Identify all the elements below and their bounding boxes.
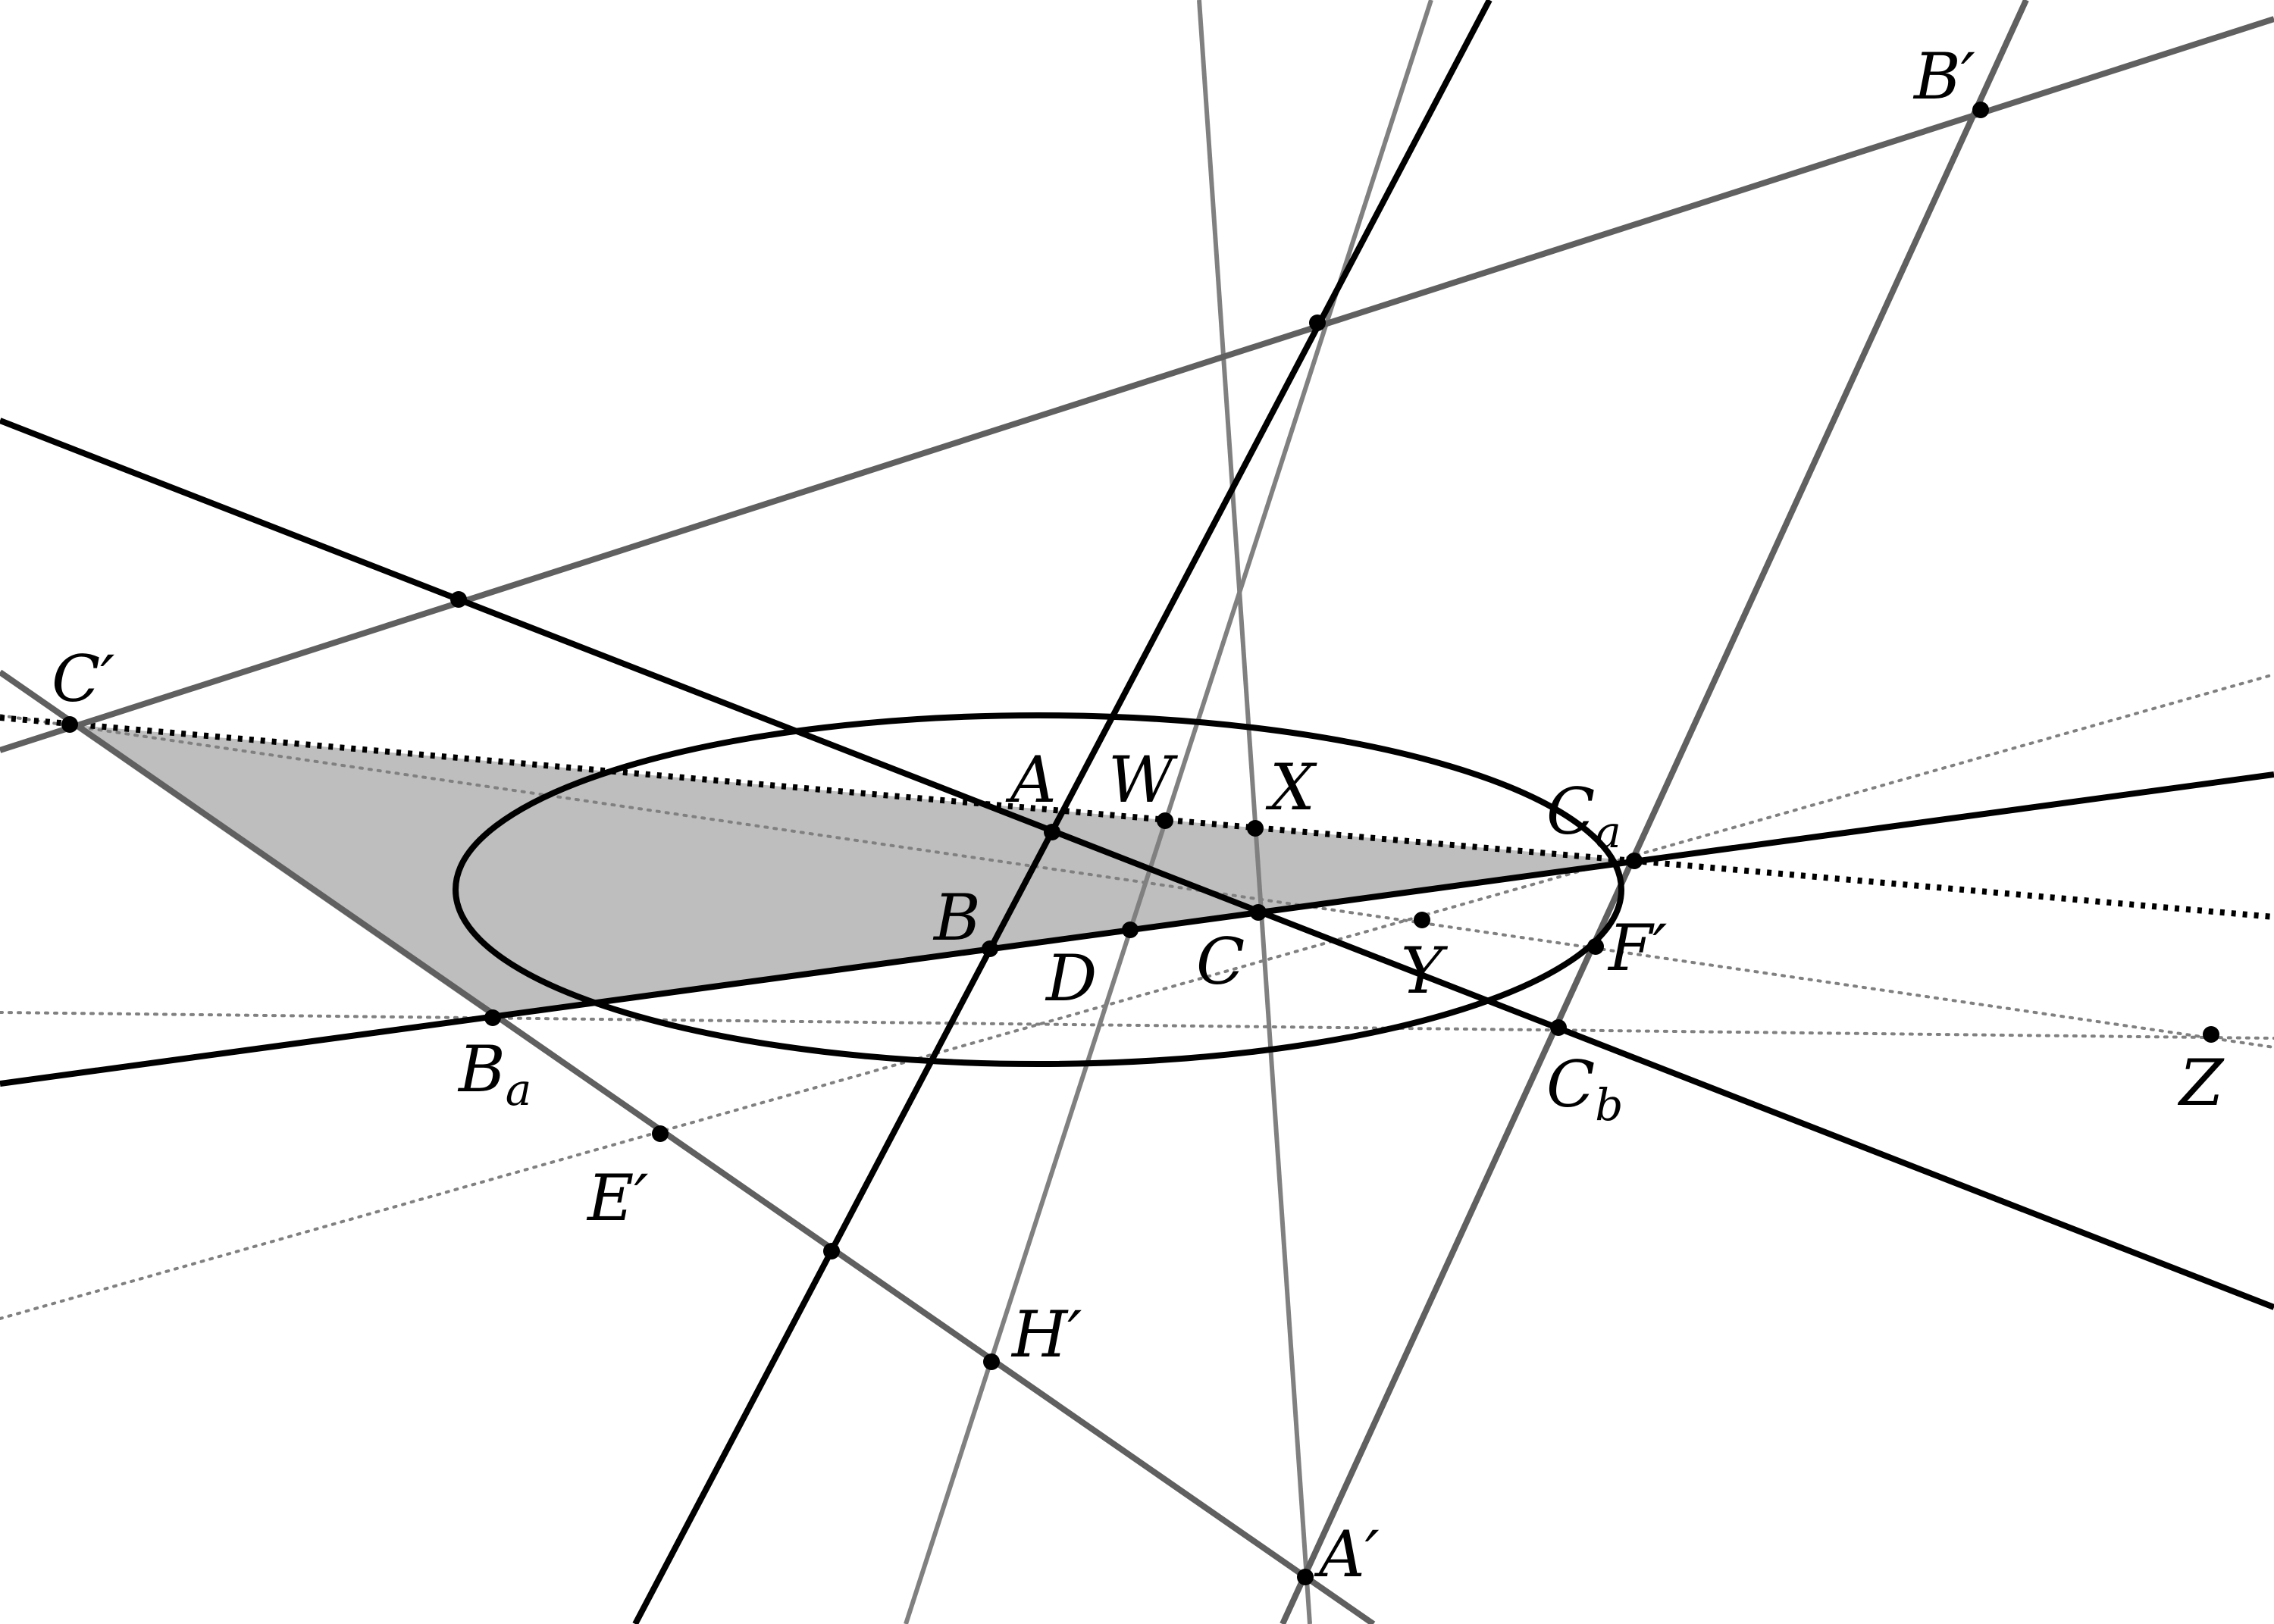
point-c [1250, 904, 1267, 921]
dotted-line-cprime-z [0, 714, 2274, 1049]
conic-ellipse [453, 712, 1624, 1067]
points [61, 102, 2219, 1585]
label-ca: Ca [1546, 774, 1621, 858]
point-ba [484, 1009, 501, 1026]
line-through-x-aprime [1197, 0, 1312, 1624]
label-bprime: B′ [1912, 39, 1975, 114]
label-x: X [1265, 750, 1317, 825]
gray-lines [904, 0, 1433, 1624]
label-a: A [1005, 743, 1057, 817]
label-eprime: E′ [586, 1161, 648, 1235]
dotted-gray-lines [0, 673, 2274, 1320]
point-cb [1550, 1019, 1567, 1036]
point-fprime [1587, 938, 1604, 955]
line-ac [0, 418, 2274, 1310]
point-eprime [652, 1125, 669, 1142]
dotted-black-line-cprime-ca [0, 715, 2274, 920]
point-hprime [983, 1353, 1000, 1370]
point-ab-cprime-aprime [823, 1243, 840, 1259]
point-bprime [1972, 102, 1989, 118]
label-hprime: H′ [1010, 1297, 1082, 1372]
point-ac-bprime-cprime [450, 591, 467, 608]
label-cprime: C′ [52, 642, 114, 716]
label-aprime: A′ [1314, 1517, 1380, 1591]
line-cprime-bprime [0, 16, 2274, 753]
labels: C′ B′ A′ A W X B D C Y Z F′ E′ H′ Ca Ba … [52, 39, 2225, 1591]
label-y: Y [1401, 934, 1449, 1008]
label-c: C [1196, 925, 1245, 999]
point-ca [1626, 853, 1643, 869]
point-a [1044, 824, 1060, 840]
label-cb: Cb [1546, 1047, 1623, 1131]
line-ab [632, 0, 1493, 1624]
point-b [982, 940, 998, 957]
label-fprime: F′ [1607, 911, 1667, 985]
line-cprime-aprime [0, 669, 1376, 1624]
dotted-line-ba-z [0, 1011, 2274, 1040]
dotted-line-eprime [0, 673, 2274, 1320]
line-through-w-hprime [904, 0, 1433, 1624]
point-cprime [61, 716, 78, 733]
point-y [1414, 912, 1430, 928]
label-b: B [932, 881, 981, 955]
label-d: D [1045, 941, 1097, 1015]
point-aprime [1297, 1569, 1314, 1585]
point-w [1157, 812, 1173, 829]
label-w: W [1108, 743, 1179, 817]
label-ba: Ba [457, 1032, 531, 1116]
line-bprime-aprime [1280, 0, 2029, 1624]
point-ab-bprime-cprime [1309, 314, 1326, 331]
point-z [2203, 1026, 2219, 1043]
point-x [1247, 820, 1264, 837]
shaded-triangle [70, 724, 1634, 1018]
label-z: Z [2177, 1046, 2225, 1120]
point-d [1122, 922, 1139, 938]
